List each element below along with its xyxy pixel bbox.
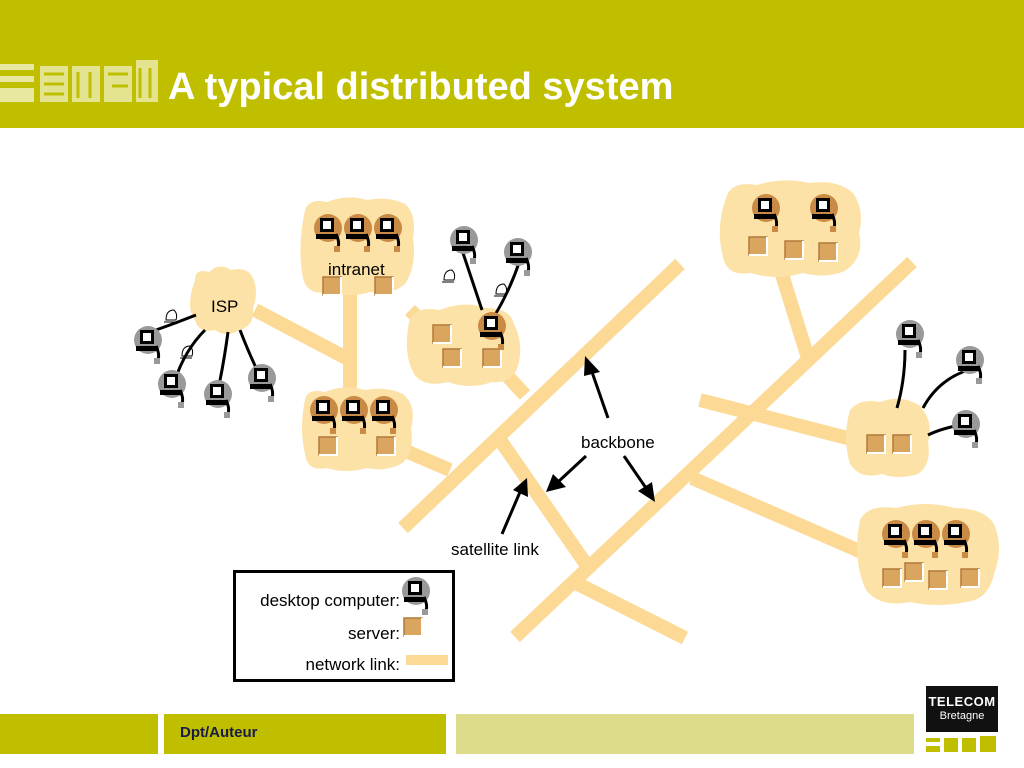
brand-name: TELECOM [928, 694, 996, 709]
footer-bar-left [0, 714, 158, 754]
server-icon [784, 240, 804, 260]
legend: desktop computer: server: network link: [233, 570, 455, 682]
server-icon [442, 348, 462, 368]
server-icon [376, 436, 396, 456]
server-icon [748, 236, 768, 256]
desktop-computer-icon [400, 575, 432, 615]
network-clouds [190, 180, 999, 605]
footer-author: Dpt/Auteur [180, 724, 258, 741]
server-icon [482, 348, 502, 368]
desktop-computer-icon [502, 236, 534, 278]
server-icon [818, 242, 838, 262]
server-icon [432, 324, 452, 344]
wireless-signal-icon [441, 269, 456, 283]
legend-server: server: [348, 624, 400, 643]
backbone-links [251, 256, 917, 645]
server-icon [318, 436, 338, 456]
brand-sub: Bretagne [939, 710, 985, 722]
wireless-signal-icon [163, 309, 178, 323]
server-icon [892, 434, 912, 454]
brand-mark-icon [926, 736, 996, 752]
desktop-computer-icon [156, 368, 188, 410]
wireless-signal-icon [493, 283, 508, 297]
network-link-icon [406, 655, 448, 665]
telecom-bretagne-logo: TELECOM Bretagne [926, 686, 998, 756]
page-title: A typical distributed system [168, 66, 674, 108]
server-icon [403, 617, 423, 637]
desktop-computer-icon [950, 408, 982, 450]
footer-bar-right [456, 714, 914, 754]
network-diagram [132, 180, 999, 645]
isp-label: ISP [211, 297, 239, 316]
server-icon [904, 562, 924, 582]
server-icon [866, 434, 886, 454]
institution-logo-icon [0, 60, 158, 102]
desktop-computer-icon [202, 378, 234, 420]
satellite-link-label: satellite link [451, 540, 539, 559]
legend-network-link: network link: [305, 655, 400, 674]
footer-bar-mid [164, 714, 446, 754]
annotation-arrows [500, 356, 655, 535]
server-icon [882, 568, 902, 588]
desktop-computer-icon [894, 318, 926, 360]
desktop-computer-icon [954, 344, 986, 386]
backbone-label: backbone [581, 433, 655, 452]
header-bar: A typical distributed system [0, 0, 1024, 128]
server-icon [960, 568, 980, 588]
brand-box: TELECOM Bretagne [926, 686, 998, 732]
desktop-computer-icon [246, 362, 278, 404]
desktop-computer-icon [132, 324, 164, 366]
legend-desktop-computer: desktop computer: [260, 591, 400, 610]
access-links [155, 249, 969, 437]
intranet-label: intranet [328, 260, 385, 279]
server-icon [928, 570, 948, 590]
